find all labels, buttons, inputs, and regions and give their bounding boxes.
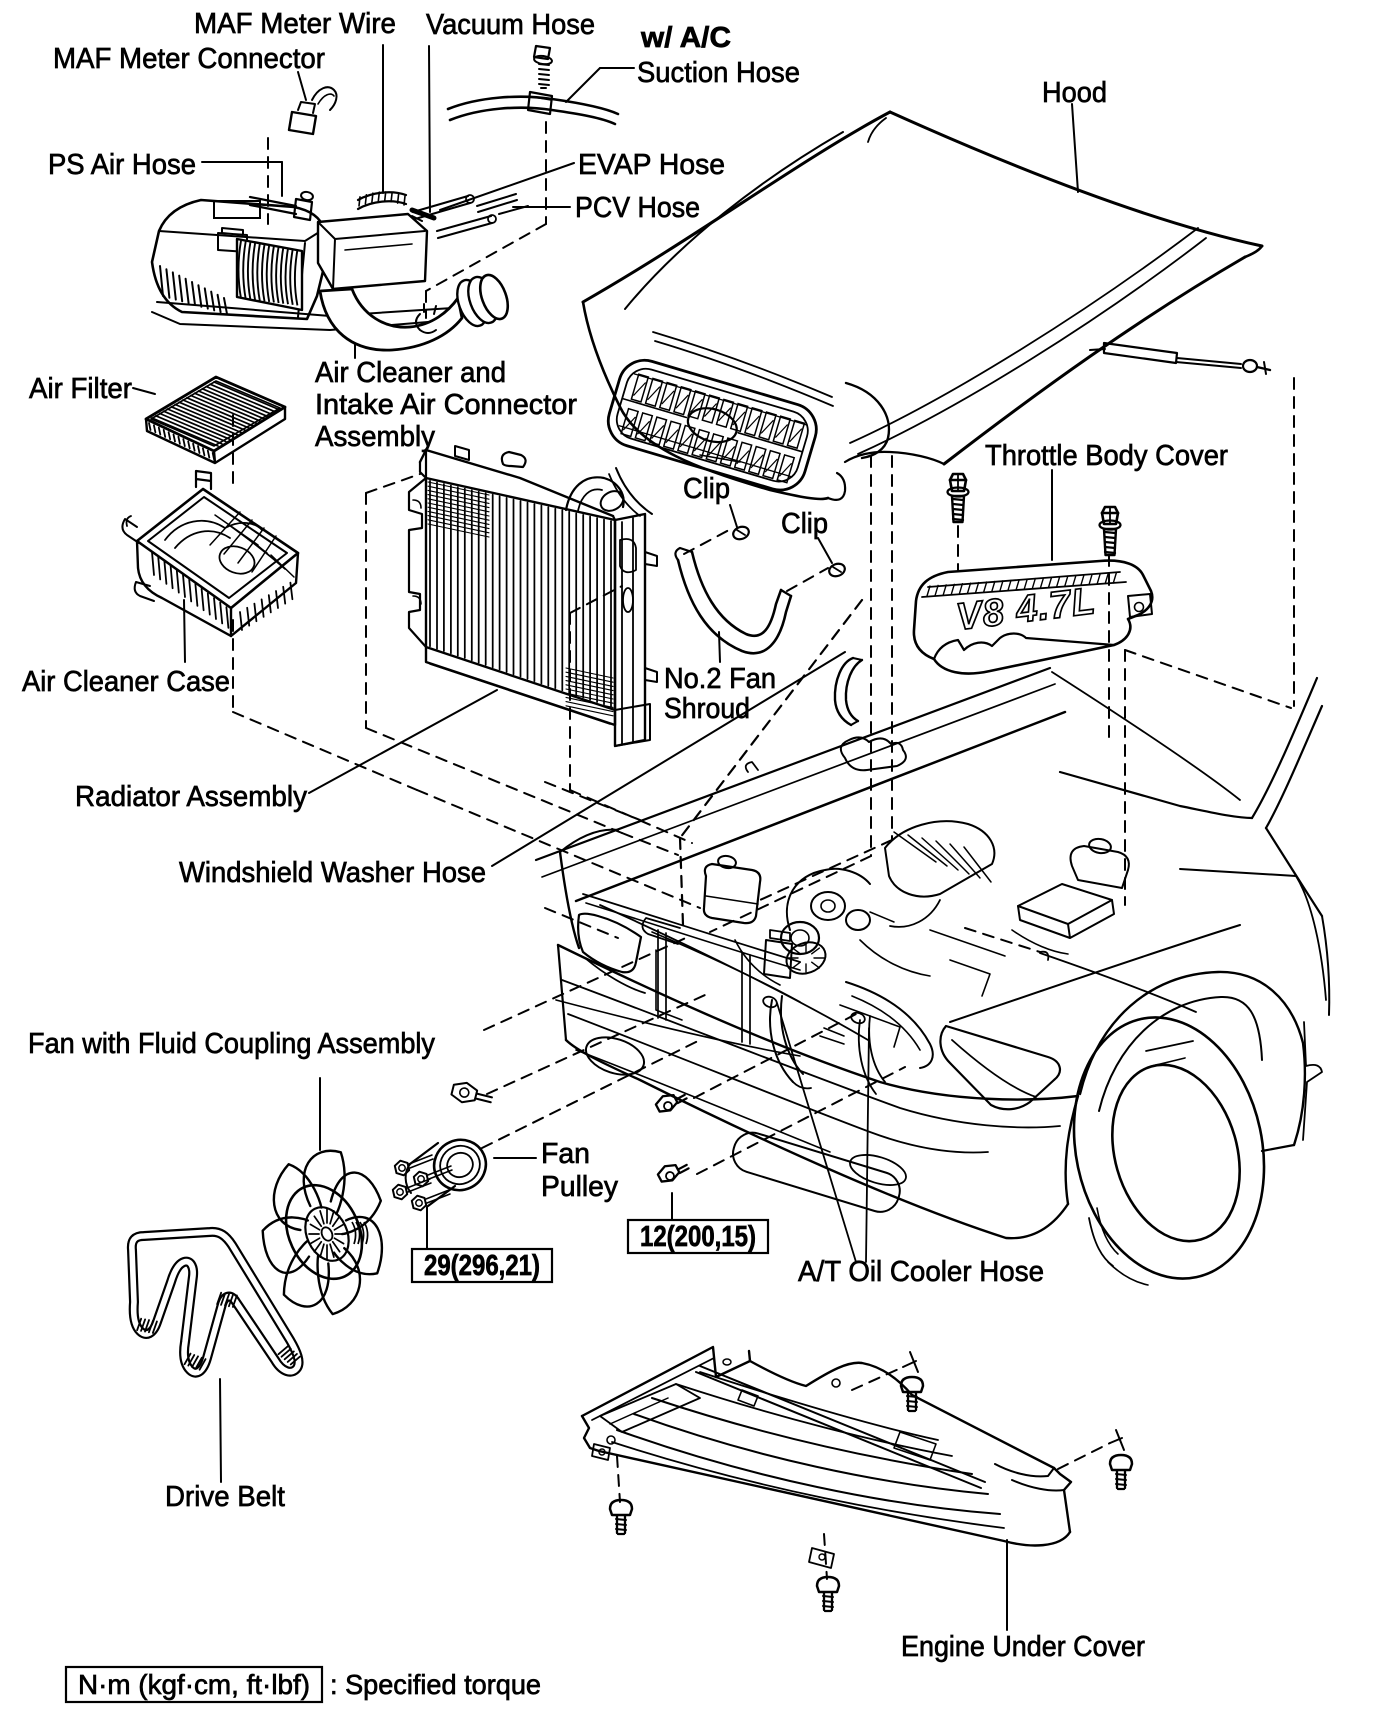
svg-text:Suction Hose: Suction Hose — [637, 57, 800, 89]
svg-text:w/ A/C: w/ A/C — [640, 22, 731, 54]
svg-text:Shroud: Shroud — [664, 693, 750, 725]
svg-text:Drive Belt: Drive Belt — [165, 1481, 285, 1513]
svg-text:PCV Hose: PCV Hose — [575, 192, 700, 224]
svg-text:EVAP Hose: EVAP Hose — [578, 149, 725, 181]
svg-text:Vacuum Hose: Vacuum Hose — [426, 9, 595, 41]
svg-text:MAF Meter Connector: MAF Meter Connector — [53, 43, 325, 75]
svg-text:N·m (kgf·cm, ft·lbf): N·m (kgf·cm, ft·lbf) — [78, 1669, 310, 1700]
svg-text:Air Cleaner Case: Air Cleaner Case — [22, 666, 230, 698]
svg-text:Assembly: Assembly — [315, 421, 435, 453]
svg-text:Fan: Fan — [541, 1138, 590, 1170]
svg-text:: Specified torque: : Specified torque — [330, 1669, 541, 1700]
svg-text:Pulley: Pulley — [541, 1171, 618, 1203]
svg-text:12(200,15): 12(200,15) — [640, 1221, 756, 1253]
svg-text:Clip: Clip — [683, 473, 730, 505]
svg-text:Throttle Body Cover: Throttle Body Cover — [985, 440, 1228, 472]
svg-text:No.2 Fan: No.2 Fan — [664, 663, 776, 695]
svg-text:29(296,21): 29(296,21) — [424, 1250, 540, 1282]
svg-text:PS Air Hose: PS Air Hose — [48, 149, 196, 181]
svg-text:Fan with Fluid Coupling Assemb: Fan with Fluid Coupling Assembly — [28, 1028, 435, 1060]
svg-text:Air Cleaner and: Air Cleaner and — [315, 357, 506, 389]
svg-text:Intake Air Connector: Intake Air Connector — [315, 389, 577, 421]
svg-text:Air Filter: Air Filter — [29, 373, 132, 405]
svg-text:Clip: Clip — [781, 508, 828, 540]
svg-text:Radiator Assembly: Radiator Assembly — [75, 781, 307, 813]
svg-text:Hood: Hood — [1042, 77, 1107, 109]
svg-text:A/T Oil Cooler Hose: A/T Oil Cooler Hose — [798, 1256, 1044, 1288]
svg-text:MAF Meter Wire: MAF Meter Wire — [194, 8, 396, 40]
svg-text:Engine Under Cover: Engine Under Cover — [901, 1631, 1145, 1663]
svg-text:Windshield Washer Hose: Windshield Washer Hose — [179, 857, 486, 889]
